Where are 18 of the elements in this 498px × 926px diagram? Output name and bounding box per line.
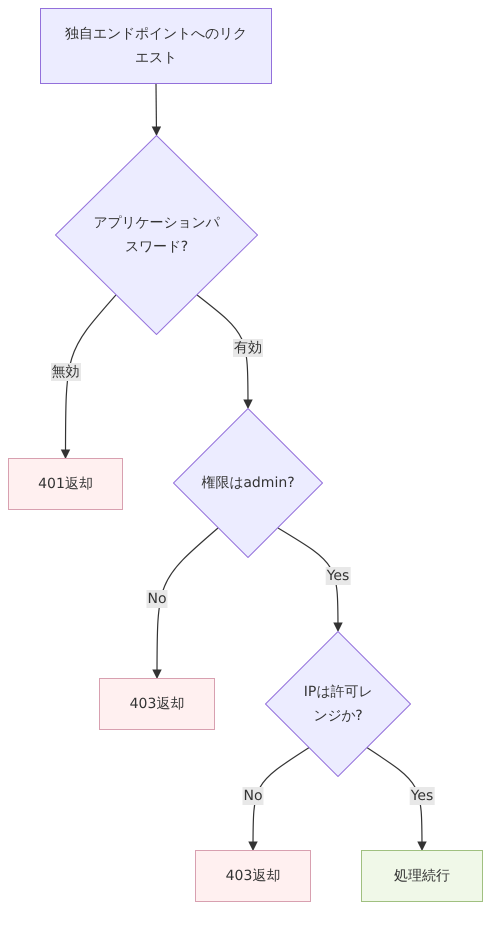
edge-label: Yes bbox=[410, 786, 434, 805]
decision-diamond: IPは許可レンジか? bbox=[265, 631, 411, 777]
arrow bbox=[152, 528, 218, 679]
edge-label: No bbox=[146, 590, 168, 608]
result-box: 403返却 bbox=[195, 850, 311, 902]
decision-diamond: アプリケーションパスワード? bbox=[55, 135, 258, 335]
result-box: 403返却 bbox=[99, 678, 215, 730]
edge-label: Yes bbox=[326, 567, 350, 586]
result-box: 処理続行 bbox=[361, 850, 483, 902]
arrow bbox=[152, 84, 162, 136]
edge-label: 有効 bbox=[233, 339, 263, 358]
edge-label: No bbox=[242, 786, 264, 805]
start-box: 独自エンドポイントへのリクエスト bbox=[40, 8, 272, 84]
arrow bbox=[248, 747, 310, 851]
edge-label: 無効 bbox=[50, 362, 80, 381]
decision-diamond: 権限はadmin? bbox=[173, 408, 323, 558]
arrow bbox=[60, 294, 116, 459]
result-box: 401返却 bbox=[8, 458, 123, 510]
